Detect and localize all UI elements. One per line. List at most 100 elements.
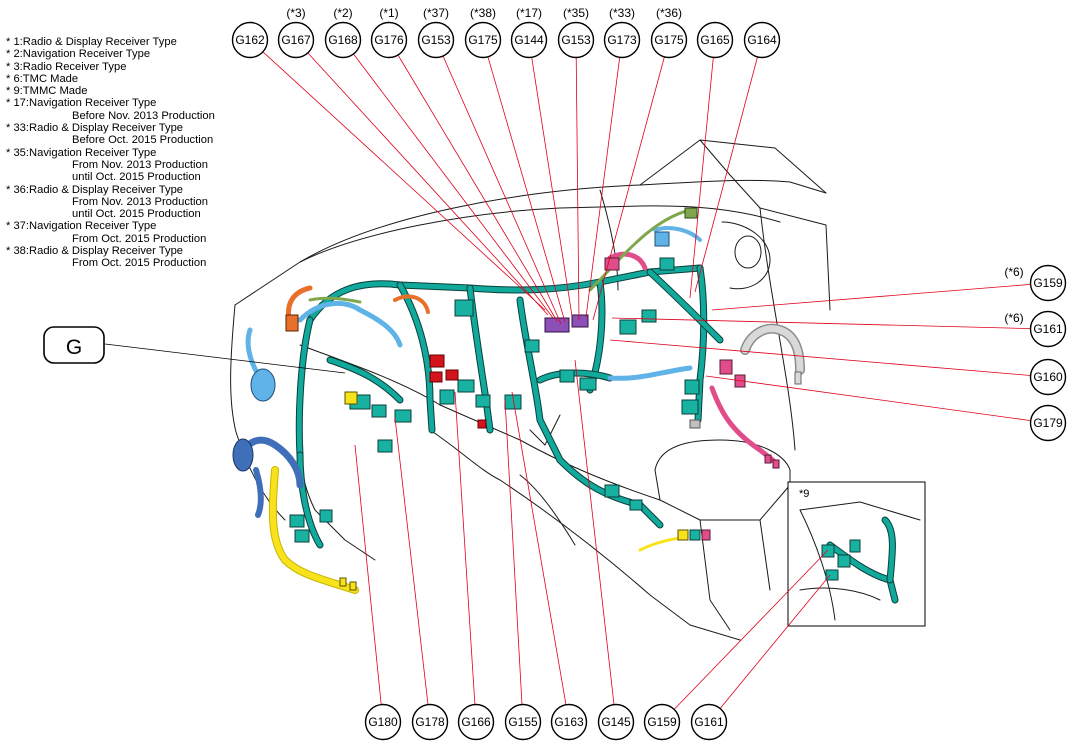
legend-entry: * 37:Navigation Receiver Type <box>6 220 157 233</box>
leader-line <box>531 57 573 317</box>
leader-line <box>454 391 476 705</box>
leader-line <box>719 574 831 709</box>
leader-line <box>673 549 829 710</box>
connector-variant-note: (*33) <box>609 6 635 20</box>
connector-callout: G180 <box>364 703 402 741</box>
connector-callout: G175(*38) <box>464 6 502 59</box>
connector-variant-note: (*6) <box>1004 311 1023 325</box>
connector-circle <box>411 703 449 741</box>
connector-circle <box>457 703 495 741</box>
connector-circle <box>324 21 362 59</box>
connector-id: G176 <box>374 33 404 47</box>
connector-id: G144 <box>514 33 544 47</box>
leader-line <box>353 53 554 319</box>
connector-id: G161 <box>694 715 724 729</box>
connector-id: G161 <box>1033 322 1063 336</box>
group-callout: G <box>43 326 346 374</box>
connector-id: G167 <box>281 33 311 47</box>
connector-circle <box>231 21 269 59</box>
connector-id: G173 <box>607 33 637 47</box>
legend-entry: * 6:TMC Made <box>6 72 79 85</box>
leader-line <box>487 56 566 323</box>
leader-line <box>397 54 558 322</box>
connector-id: G164 <box>747 33 777 47</box>
leader-line <box>689 57 714 299</box>
leader-line <box>511 391 567 705</box>
leader-line <box>307 52 549 316</box>
legend-entry-continuation: From Oct. 2015 Production <box>72 257 207 270</box>
connector-id: G162 <box>235 33 265 47</box>
leader-line <box>585 57 621 318</box>
leader-line <box>354 444 382 705</box>
connector-id: G153 <box>421 33 451 47</box>
connector-variant-note: (*6) <box>1004 265 1023 279</box>
legend-entry: * 17:Navigation Receiver Type <box>6 97 157 110</box>
legend-entry: * 3:Radio Receiver Type <box>6 60 127 73</box>
connector-variant-note: (*2) <box>333 6 352 20</box>
leader-line <box>705 375 1031 421</box>
connector-circle <box>1029 358 1067 396</box>
connector-id: G160 <box>1033 370 1063 384</box>
connector-id: G145 <box>601 715 631 729</box>
connector-callout: G145 <box>597 703 635 741</box>
connector-circle <box>696 21 734 59</box>
connector-callout: G153 (*35) <box>557 6 595 59</box>
connector-circle <box>417 21 455 59</box>
leader-line <box>394 417 429 705</box>
connector-callout: G173 (*33) <box>603 6 641 59</box>
connector-circle <box>650 21 688 59</box>
connector-callout: G166 <box>457 703 495 741</box>
leader-line <box>609 339 1031 376</box>
connector-id: G159 <box>647 715 677 729</box>
connector-circle <box>550 703 588 741</box>
inset-view: *9 <box>787 481 926 627</box>
connector-circle <box>370 21 408 59</box>
legend-entry: * 35:Navigation Receiver Type <box>6 146 157 159</box>
connector-variant-note: (*37) <box>423 6 449 20</box>
inset-variant-label: *9 <box>799 488 809 500</box>
connector-circle <box>743 21 781 59</box>
connector-id: G153 <box>561 33 591 47</box>
connector-callout: G159(*6) <box>1004 264 1067 302</box>
legend-entry: * 38:Radio & Display Receiver Type <box>6 245 184 258</box>
vehicle-body-outline <box>230 139 831 641</box>
connector-callout: G167 (*3) <box>277 6 315 59</box>
legend-entry-continuation: From Nov. 2013 Production <box>72 195 208 208</box>
group-label-box <box>43 326 105 364</box>
legend-entry-continuation: until Oct. 2015 Production <box>72 171 201 184</box>
connector-variant-note: (*35) <box>563 6 589 20</box>
leader-line <box>575 57 580 321</box>
connector-id: G175 <box>654 33 684 47</box>
connector-circle <box>643 703 681 741</box>
leader-line <box>592 56 665 321</box>
connector-callout: G176 (*1) <box>370 6 408 59</box>
connector-callout: G159 <box>643 703 681 741</box>
connector-circle <box>464 21 502 59</box>
legend-entry-continuation: Before Oct. 2015 Production <box>72 134 214 147</box>
legend-entry-continuation: From Nov. 2013 Production <box>72 158 208 171</box>
connector-callout: G179 <box>1029 404 1067 442</box>
connector-variant-note: (*36) <box>656 6 682 20</box>
legend-entry-continuation: From Oct. 2015 Production <box>72 232 207 245</box>
legend-entry: * 9:TMMC Made <box>6 85 88 98</box>
connector-callout: G155 <box>504 703 542 741</box>
connector-callout: G153 (*37) <box>417 6 455 59</box>
connector-circle <box>504 703 542 741</box>
leader-line <box>611 317 1031 329</box>
leader-line <box>442 55 562 325</box>
variant-legend: * 1:Radio & Display Receiver Type* 2:Nav… <box>6 36 215 270</box>
connector-id: G163 <box>554 715 584 729</box>
connector-variant-note: (*3) <box>286 6 305 20</box>
legend-entry-continuation: until Oct. 2015 Production <box>72 208 201 221</box>
legend-entry: * 2:Navigation Receiver Type <box>6 48 151 61</box>
connector-circle <box>1029 264 1067 302</box>
leader-lines <box>262 51 1031 710</box>
connector-circle <box>364 703 402 741</box>
connector-variant-note: (*1) <box>379 6 398 20</box>
connector-callout: G160 <box>1029 358 1067 396</box>
connector-id: G178 <box>415 715 445 729</box>
group-label: G <box>66 336 82 359</box>
leader-line <box>711 284 1031 311</box>
